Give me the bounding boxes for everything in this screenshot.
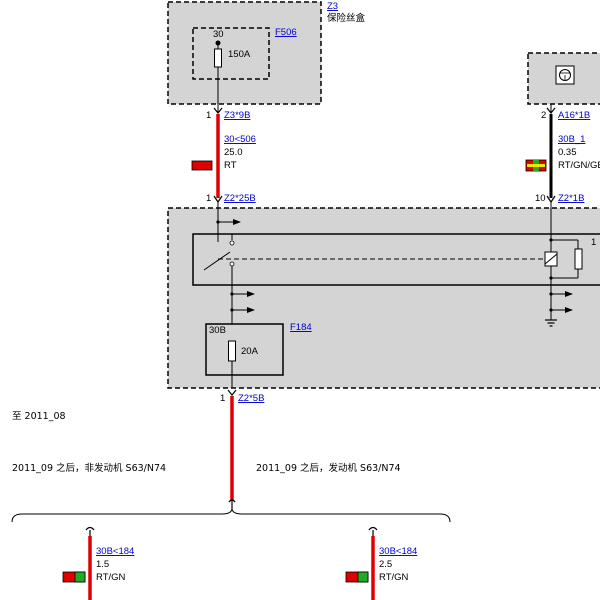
wire-color-code: RT/GN (379, 572, 409, 583)
z2-connector-right-link[interactable]: Z2*1B (558, 193, 584, 204)
note-variant-right: 2011_09 之后，发动机 S63/N74 (256, 462, 401, 474)
z2-out-connector-link[interactable]: Z2*5B (238, 393, 264, 404)
z2-pin-left: 1 (206, 193, 211, 204)
wire-out-z2 (227, 389, 237, 508)
ground-icon (545, 319, 557, 327)
wire-color-code: RT/GN/GE (558, 160, 600, 171)
branch-left (85, 526, 95, 600)
z3-out-connector-link[interactable]: Z3*9B (224, 110, 250, 121)
wire-color-swatch (345, 571, 369, 583)
wire-color-code: RT (224, 160, 237, 171)
fuse-f506: F506 30 150A (192, 27, 297, 104)
f184-fuse-symbol (228, 340, 236, 362)
note-until-2011-08: 至 2011_08 (12, 411, 66, 422)
wire-color-code: RT/GN (96, 572, 126, 583)
component-a16 (527, 52, 600, 105)
relay-pin-label: 1 (591, 237, 596, 248)
steering-wheel-icon (559, 69, 571, 81)
f506-rating: 150A (228, 49, 251, 60)
relay-switch-contact (203, 251, 231, 271)
z3-link[interactable]: Z3 (327, 1, 338, 12)
wire-30b-1 (546, 104, 556, 208)
a16-connector-link[interactable]: A16*1B (558, 110, 590, 121)
wire-signal-link[interactable]: 30B_1 (558, 134, 585, 145)
wire-color-swatch (525, 159, 547, 172)
f506-pin-label: 30 (213, 29, 224, 40)
z3-name-label: 保险丝盒 (327, 12, 366, 24)
wire-gauge: 0.35 (558, 147, 577, 158)
wire-gauge: 2.5 (379, 559, 392, 570)
wire-signal-link[interactable]: 30B<184 (379, 546, 417, 557)
wire-color-swatch (191, 160, 213, 171)
connector-arrow (546, 107, 556, 114)
wire-color-swatch (62, 571, 86, 583)
z2-connector-left-link[interactable]: Z2*25B (224, 193, 256, 204)
f506-link[interactable]: F506 (275, 27, 297, 38)
branch-brace (11, 507, 451, 523)
f184-pin-label: 30B (209, 325, 226, 336)
f184-rating: 20A (241, 346, 259, 357)
z2-pin-right: 10 (535, 193, 546, 204)
connector-arrow (85, 526, 95, 531)
note-variant-left: 2011_09 之后，非发动机 S63/N74 (12, 462, 166, 474)
connector-arrow (213, 107, 223, 114)
wire-signal-link[interactable]: 30B<184 (96, 546, 134, 557)
connector-arrow (368, 526, 378, 531)
connector-arrow (227, 389, 237, 396)
wire-30-506 (213, 104, 223, 208)
a16-pin: 2 (541, 110, 546, 121)
branch-right (368, 526, 378, 600)
module-z2: 1 Z2*25B 10 Z2*1B 1 (167, 193, 600, 389)
f506-fuse-symbol (214, 48, 222, 68)
wire-signal-link[interactable]: 30<506 (224, 134, 256, 145)
fuse-f184 (205, 323, 284, 376)
wire-gauge: 1.5 (96, 559, 109, 570)
z2-out-pin: 1 (220, 393, 225, 404)
wire-gauge: 25.0 (224, 147, 243, 158)
relay-resistor (574, 248, 583, 270)
z3-out-pin: 1 (206, 110, 211, 121)
f184-link[interactable]: F184 (290, 322, 312, 333)
